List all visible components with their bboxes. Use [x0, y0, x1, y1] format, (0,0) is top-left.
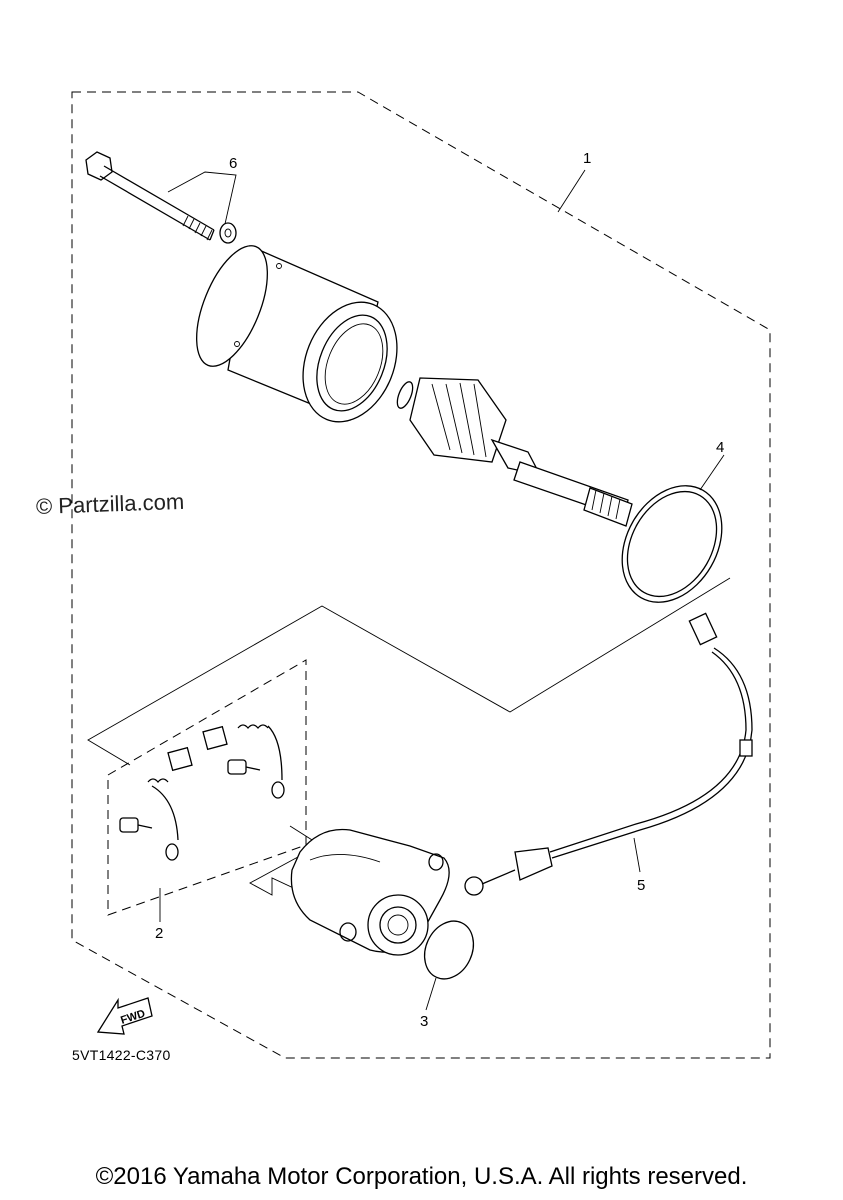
assembly-boundary	[71, 91, 771, 1059]
callout-4: 4	[716, 439, 724, 456]
callout-1: 1	[583, 150, 591, 167]
brush-set	[119, 724, 285, 861]
small-o-ring	[423, 920, 475, 980]
bolt-part	[85, 151, 215, 241]
lead-wire	[464, 612, 753, 896]
washer-part	[219, 222, 237, 244]
diagram-code: 5VT1422-C370	[72, 1047, 171, 1063]
large-o-ring	[621, 485, 723, 603]
callout-leader-5	[633, 837, 641, 873]
callout-2: 2	[155, 925, 163, 942]
fwd-arrow-icon: FWD	[96, 997, 153, 1035]
callout-leader-4	[699, 454, 725, 491]
armature	[396, 377, 633, 527]
callout-6: 6	[229, 155, 237, 172]
copyright-notice: ©2016 Yamaha Motor Corporation, U.S.A. A…	[95, 1163, 748, 1190]
callout-3: 3	[420, 1013, 428, 1030]
callout-leader-3	[425, 977, 437, 1011]
callout-leader-1	[557, 169, 586, 213]
motor-yoke	[196, 245, 398, 423]
callout-5: 5	[637, 877, 645, 894]
watermark: © Partzilla.com	[35, 488, 185, 519]
assembly-plane-outline	[87, 577, 731, 766]
end-cover	[290, 828, 450, 956]
callout-leader-6	[167, 171, 237, 225]
